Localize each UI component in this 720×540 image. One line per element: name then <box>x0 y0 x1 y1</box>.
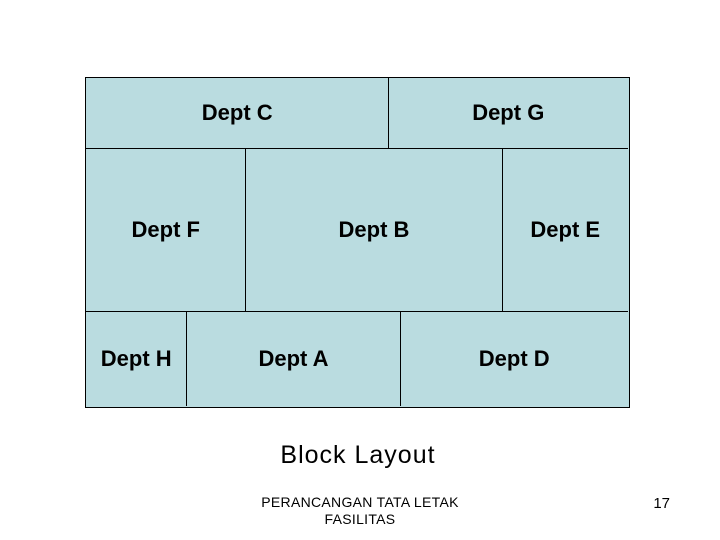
footer-line1: PERANCANGAN TATA LETAK <box>261 494 459 510</box>
divider-row1-row2 <box>86 147 628 149</box>
slide-title: Block Layout <box>280 441 436 469</box>
dept-b-block: Dept B <box>246 149 503 312</box>
divider-row2-row3 <box>86 310 628 312</box>
dept-a-label: Dept A <box>258 345 329 371</box>
dept-g-label: Dept G <box>472 100 545 126</box>
dept-d-label: Dept D <box>478 345 550 371</box>
dept-h-block: Dept H <box>86 312 187 407</box>
divider-c-g <box>387 78 389 149</box>
slide-footer: PERANCANGAN TATA LETAK FASILITAS <box>0 494 720 528</box>
dept-h-label: Dept H <box>100 345 172 371</box>
dept-b-label: Dept B <box>338 217 410 242</box>
dept-c-block: Dept C <box>86 78 389 149</box>
dept-d-block: Dept D <box>401 312 629 407</box>
dept-e-block: Dept E <box>503 149 629 312</box>
block-layout-diagram: Dept C Dept G Dept F Dept B Dept E Dept … <box>85 77 630 408</box>
divider-f-b <box>244 148 246 312</box>
dept-c-label: Dept C <box>201 100 273 126</box>
page-number: 17 <box>653 495 670 512</box>
dept-g-block: Dept G <box>389 78 629 149</box>
footer-line2: FASILITAS <box>324 511 396 527</box>
divider-b-e <box>501 148 503 312</box>
dept-e-label: Dept E <box>530 217 601 242</box>
dept-f-label: Dept F <box>131 217 200 242</box>
divider-a-d <box>399 311 401 406</box>
divider-h-a <box>185 311 187 406</box>
dept-f-block: Dept F <box>86 149 246 312</box>
dept-a-block: Dept A <box>187 312 401 407</box>
